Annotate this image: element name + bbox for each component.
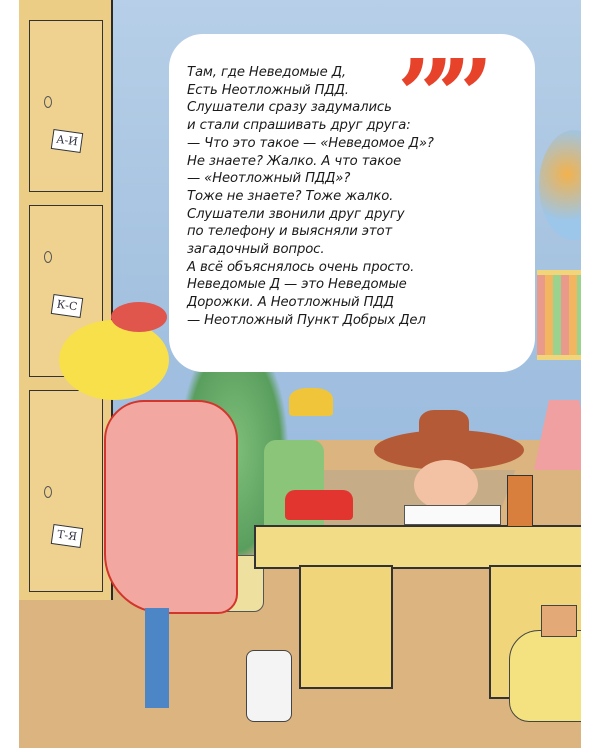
text-line: Слушатели звонили друг другу — [187, 206, 405, 222]
text-line: Дорожки. А Неотложный ПДД — [187, 295, 394, 311]
text-line: Там, где Неведомые Д, — [187, 65, 346, 80]
drawer-tag: К-С — [50, 294, 84, 318]
text-line: Неведомые Д — это Неведомые — [187, 277, 407, 293]
open-book — [404, 505, 501, 525]
text-line: — Неотложный Пункт Добрых Дел — [187, 312, 426, 328]
text-line: загадочный вопрос. — [187, 242, 325, 258]
desk-man-face — [414, 460, 478, 510]
text-line: Есть Неотложный ПДД. — [187, 82, 349, 98]
woman-hair — [59, 320, 169, 400]
desk-pedestal-left — [299, 565, 393, 689]
text-line: — Что это такое — «Неведомое Д»? — [187, 135, 434, 151]
illustration-page: А-И К-С Т-Я ” ” Там, где Неведомые Д, Ес… — [19, 0, 581, 748]
quote-mark-icon: ” — [397, 39, 454, 154]
telephone-icon — [285, 490, 353, 520]
tiffin-carrier — [246, 650, 292, 722]
desk — [254, 525, 581, 569]
woman-in-pink-coat — [104, 400, 238, 614]
quote-mark-icon: ” — [437, 39, 494, 154]
drawer-knob-icon — [44, 251, 52, 263]
pouf — [509, 630, 581, 722]
text-line: — «Неотложный ПДД»? — [187, 171, 351, 187]
pencil-cup-icon — [507, 475, 533, 527]
text-line: по телефону и выясняли этот — [187, 224, 393, 240]
drawer-tag: Т-Я — [50, 524, 84, 548]
bubble-text: Там, где Неведомые Д, Есть Неотложный ПД… — [187, 64, 527, 330]
filing-cabinet: А-И К-С Т-Я — [19, 0, 113, 600]
saluting-man-hat — [289, 388, 333, 416]
cowboy-hat-crown — [419, 410, 469, 450]
text-line: Тоже не знаете? Тоже жалко. — [187, 188, 394, 204]
text-line: Не знаете? Жалко. А что такое — [187, 153, 402, 169]
drawer-tag: А-И — [50, 129, 84, 153]
cabinet-drawer-1: А-И — [29, 20, 103, 192]
text-line: Слушатели сразу задумались — [187, 100, 392, 116]
drawer-knob-icon — [44, 486, 52, 498]
text-line: А всё объяснялось очень просто. — [187, 259, 415, 275]
cabinet-drawer-3: Т-Я — [29, 390, 103, 592]
radio-icon — [541, 605, 577, 637]
woman-hat — [111, 302, 167, 332]
speech-bubble: ” ” Там, где Неведомые Д, Есть Неотложны… — [169, 34, 535, 372]
woman-legs — [145, 608, 169, 708]
drawer-knob-icon — [44, 96, 52, 108]
bookshelf — [537, 270, 581, 360]
text-line: и стали спрашивать друг друга: — [187, 118, 411, 134]
